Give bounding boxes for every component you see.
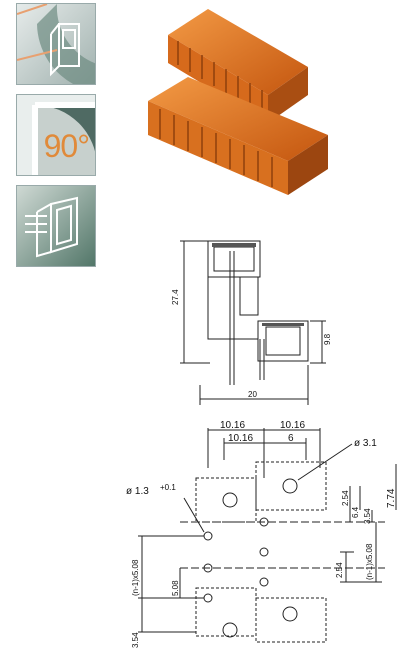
dim-second-left: 10.16 (228, 433, 253, 444)
dim-right-3: 3.54 (363, 508, 372, 524)
dim-bottom-left: 3.54 (131, 632, 140, 648)
dim-right-4: 7.74 (386, 488, 397, 508)
side-view-drawing: 27.4 9.8 20 (171, 240, 332, 405)
dim-right-2: 6.4 (351, 506, 360, 518)
wire-entry-icon (16, 3, 96, 85)
dim-top-right: 10.16 (280, 420, 305, 431)
dim-second-right: 6 (288, 433, 294, 444)
angle-90-icon: 90° (16, 94, 96, 176)
pcb-footprint-drawing: 10.16 10.16 10.16 6 ø 3.1 ø 1.3 +0.1 2.5… (126, 420, 397, 648)
connector-product-image (148, 9, 328, 195)
pitch-left-label: (n-1)x5.08 (131, 559, 140, 596)
side-width-dim: 20 (248, 390, 257, 399)
hole-small-label: ø 1.3 (126, 486, 149, 497)
dim-right-1: 2.54 (341, 490, 350, 506)
side-height-dim: 27.4 (171, 289, 180, 305)
dim-top-left: 10.16 (220, 420, 245, 431)
terminal-block-icon (16, 185, 96, 267)
side-depth-dim: 9.8 (323, 333, 332, 345)
hole-large-label: ø 3.1 (354, 438, 377, 449)
pitch-left-small: 5.08 (171, 580, 180, 596)
hole-small-tolerance: +0.1 (160, 483, 176, 492)
dim-right-mid: 2.54 (335, 562, 344, 578)
pitch-right-label: (n-1)x5.08 (365, 543, 374, 580)
angle-90-label: 90° (43, 128, 90, 164)
